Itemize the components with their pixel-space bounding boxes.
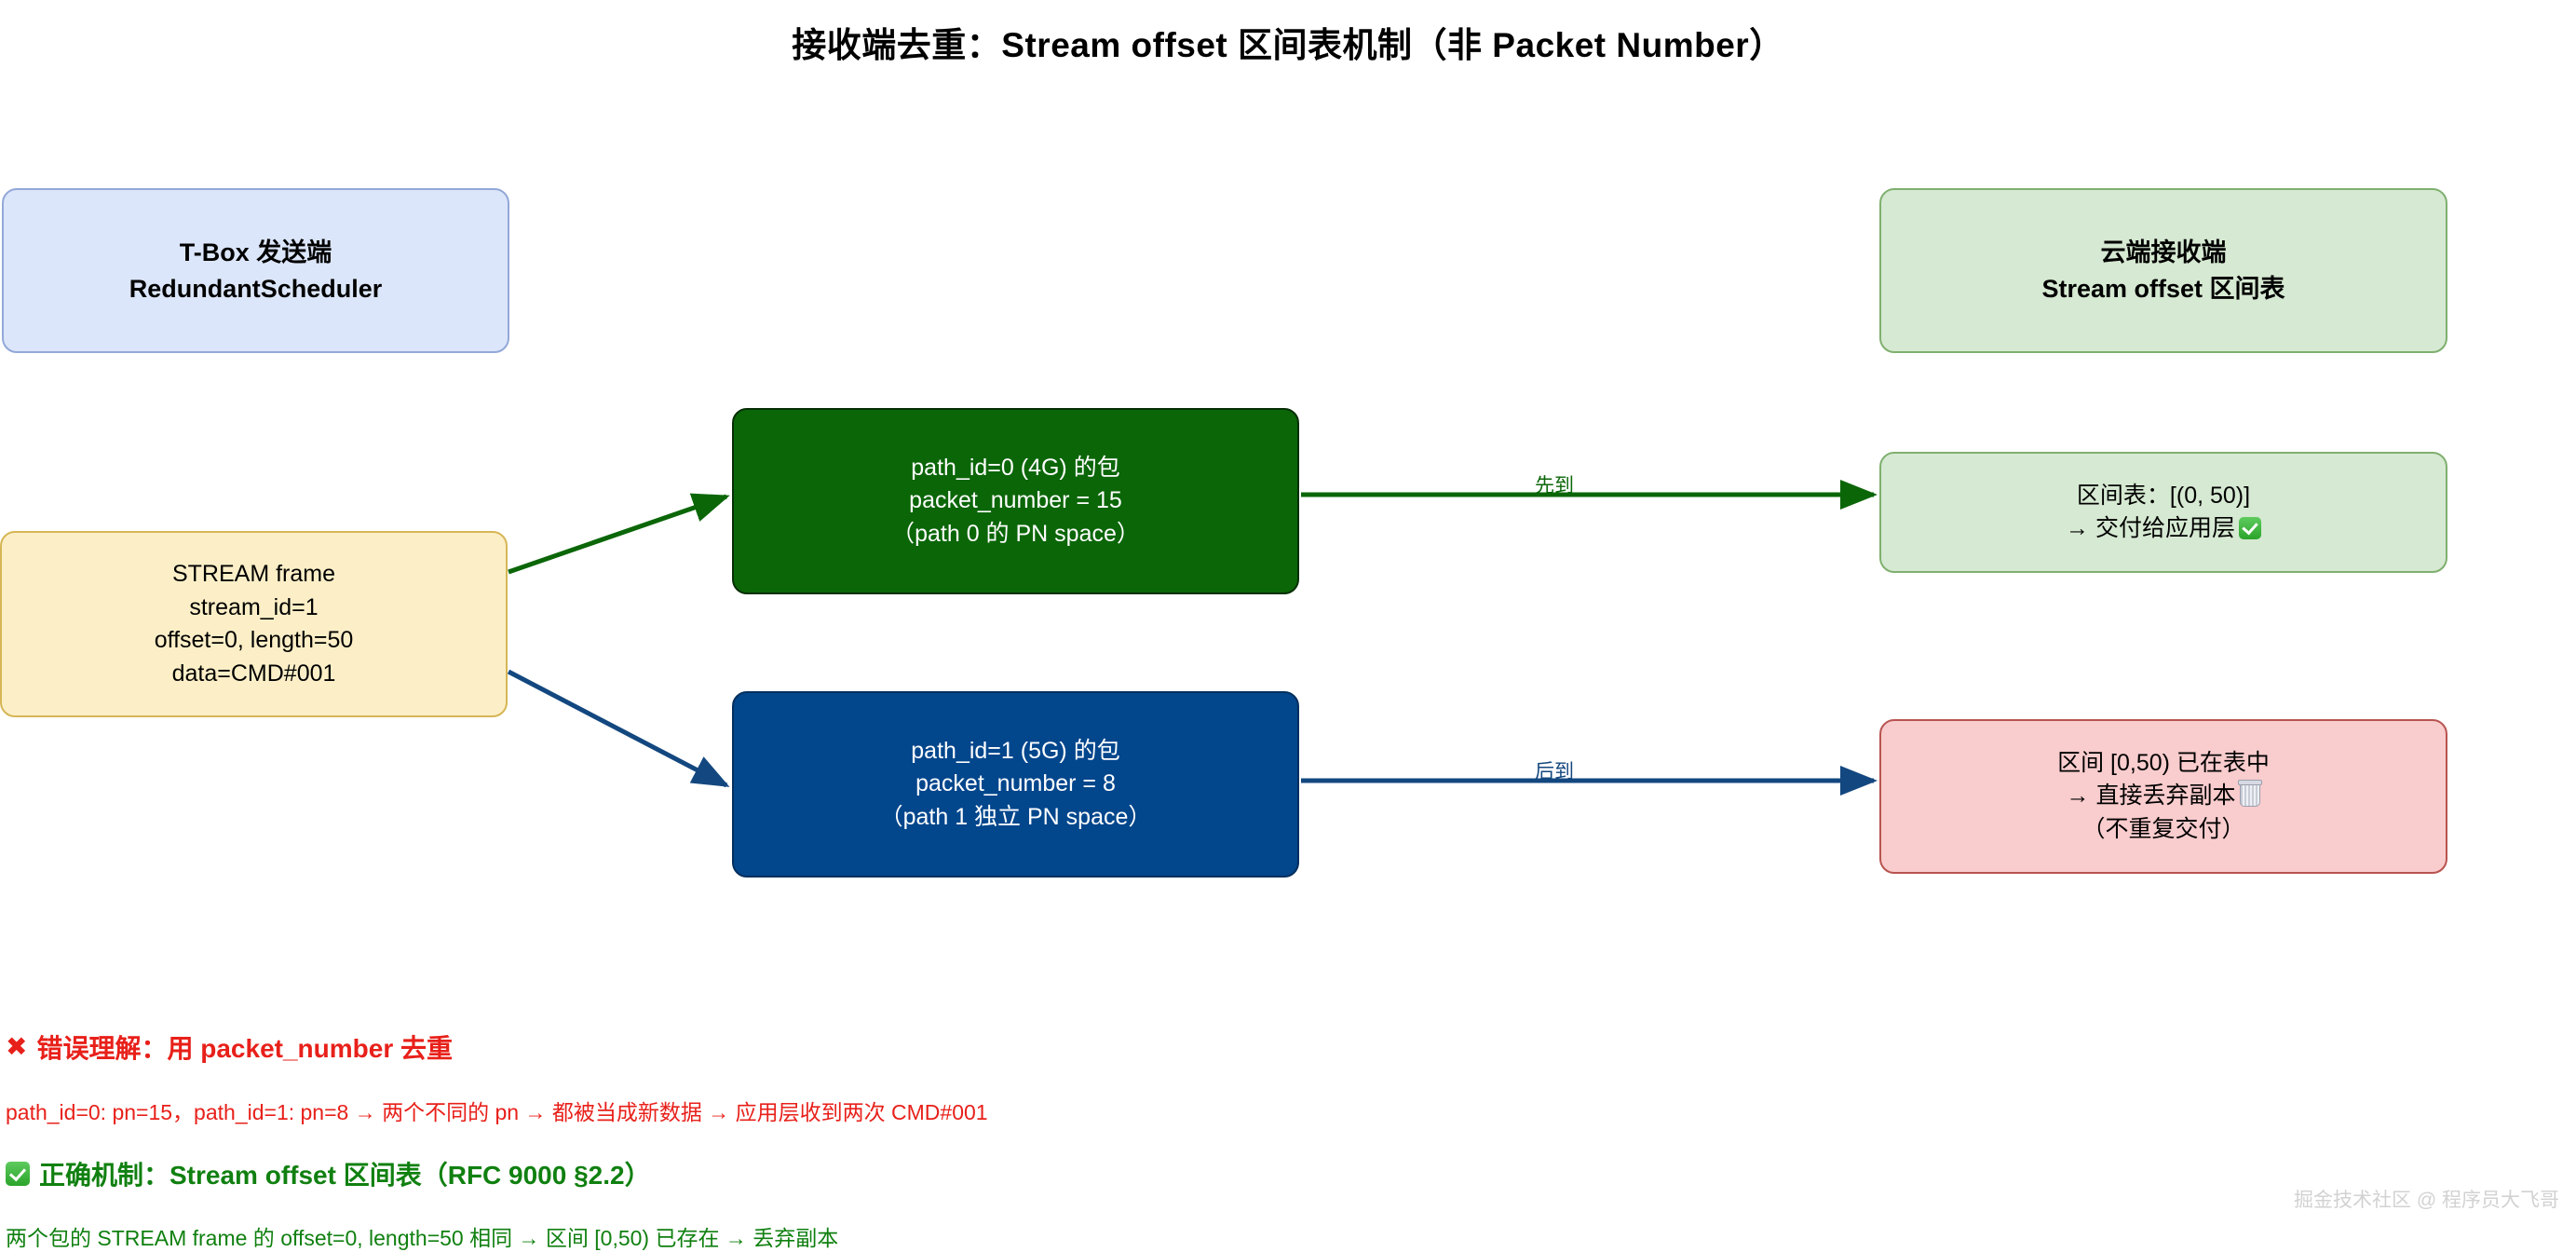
node-path1-line3: （path 1 独立 PN space） [879, 803, 1152, 830]
node-tbox-sender-line1: T-Box 发送端 [179, 238, 332, 267]
check-mark-button-icon [6, 1162, 30, 1186]
node-stream-frame-line1: STREAM frame [171, 561, 336, 587]
node-interval-discard[interactable]: 区间 [0,50) 已在表中 → 直接丢弃副本 （不重复交付） [1879, 719, 2447, 874]
node-interval-discard-line1: 区间 [0,50) 已在表中 [2057, 749, 2270, 776]
edge-sender-to-path0 [508, 493, 730, 575]
edge-label-first-arrival: 先到 [1535, 475, 1574, 497]
node-path0-packet[interactable]: path_id=0 (4G) 的包 packet_number = 15 （pa… [732, 408, 1299, 594]
node-path0-line1: path_id=0 (4G) 的包 [911, 454, 1120, 481]
note-right-body: 两个包的 STREAM frame 的 offset=0, length=50 … [6, 1226, 839, 1250]
node-stream-frame[interactable]: STREAM frame stream_id=1 offset=0, lengt… [0, 531, 508, 717]
node-stream-frame-line3: offset=0, length=50 [154, 627, 354, 653]
node-interval-accept-line1: 区间表：[(0, 50)] [2076, 482, 2251, 509]
node-interval-accept-line2-wrap: → 交付给应用层 [2066, 512, 2261, 546]
check-mark-button-icon [2238, 517, 2261, 539]
node-tbox-sender-line2: RedundantScheduler [129, 274, 383, 303]
cross-mark-icon: ✖ [6, 1032, 28, 1061]
watermark: 掘金技术社区 @ 程序员大飞哥 [2294, 1190, 2559, 1211]
node-cloud-receiver-line1: 云端接收端 [2100, 238, 2227, 267]
note-right-heading-text: 正确机制：Stream offset 区间表（RFC 9000 §2.2） [39, 1161, 651, 1190]
node-cloud-receiver-line2: Stream offset 区间表 [2041, 274, 2285, 303]
node-interval-accept-line2: → 交付给应用层 [2066, 515, 2235, 541]
node-path0-line3: （path 0 的 PN space） [891, 520, 1140, 547]
node-path1-packet[interactable]: path_id=1 (5G) 的包 packet_number = 8 （pat… [732, 691, 1299, 878]
node-path1-line2: packet_number = 8 [915, 770, 1116, 797]
node-interval-discard-line3: （不重复交付） [2081, 815, 2245, 842]
edge-sender-to-path1 [507, 669, 730, 788]
node-stream-frame-line2: stream_id=1 [189, 593, 319, 620]
note-right-heading: 正确机制：Stream offset 区间表（RFC 9000 §2.2） [6, 1155, 651, 1192]
note-wrong-heading: ✖ 错误理解：用 packet_number 去重 [6, 1028, 453, 1066]
wastebasket-icon [2238, 780, 2263, 808]
node-path0-line2: packet_number = 15 [909, 487, 1122, 514]
node-tbox-sender[interactable]: T-Box 发送端 RedundantScheduler [2, 188, 509, 353]
node-interval-discard-line2: → 直接丢弃副本 [2066, 782, 2236, 810]
page-title: 接收端去重：Stream offset 区间表机制（非 Packet Numbe… [792, 26, 1784, 64]
note-wrong-heading-text: 错误理解：用 packet_number 去重 [36, 1034, 453, 1063]
node-interval-discard-line2-wrap: → 直接丢弃副本 [2066, 780, 2263, 813]
edge-label-second-arrival: 后到 [1535, 761, 1574, 782]
note-wrong-body: path_id=0: pn=15，path_id=1: pn=8 → 两个不同的… [6, 1100, 988, 1124]
node-interval-accept[interactable]: 区间表：[(0, 50)] → 交付给应用层 [1879, 452, 2447, 573]
node-cloud-receiver[interactable]: 云端接收端 Stream offset 区间表 [1879, 188, 2447, 353]
node-stream-frame-line4: data=CMD#001 [171, 660, 336, 687]
node-path1-line1: path_id=1 (5G) 的包 [911, 737, 1120, 764]
